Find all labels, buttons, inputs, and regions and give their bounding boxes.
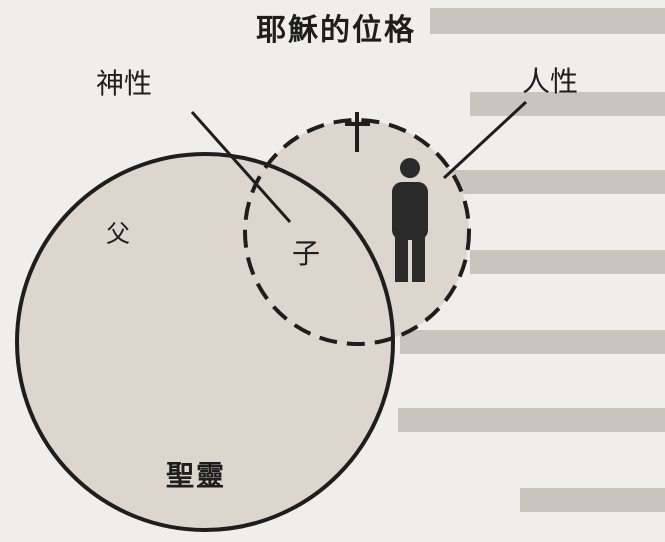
divinity-label: 神性 xyxy=(96,67,153,100)
humanity-dashed-outline xyxy=(243,118,471,346)
humanity-label: 人性 xyxy=(522,65,579,98)
background-text-lines xyxy=(398,8,665,512)
cross-icon xyxy=(345,112,370,152)
diagram-title: 耶穌的位格 xyxy=(256,13,416,48)
son-label: 子 xyxy=(292,237,321,270)
father-label: 父 xyxy=(106,220,130,248)
humanity-pointer-line xyxy=(442,100,528,180)
person-icon xyxy=(392,158,428,282)
divinity-pointer-line xyxy=(190,111,292,223)
father-circle xyxy=(15,152,395,532)
holy-spirit-label: 聖靈 xyxy=(166,459,227,492)
